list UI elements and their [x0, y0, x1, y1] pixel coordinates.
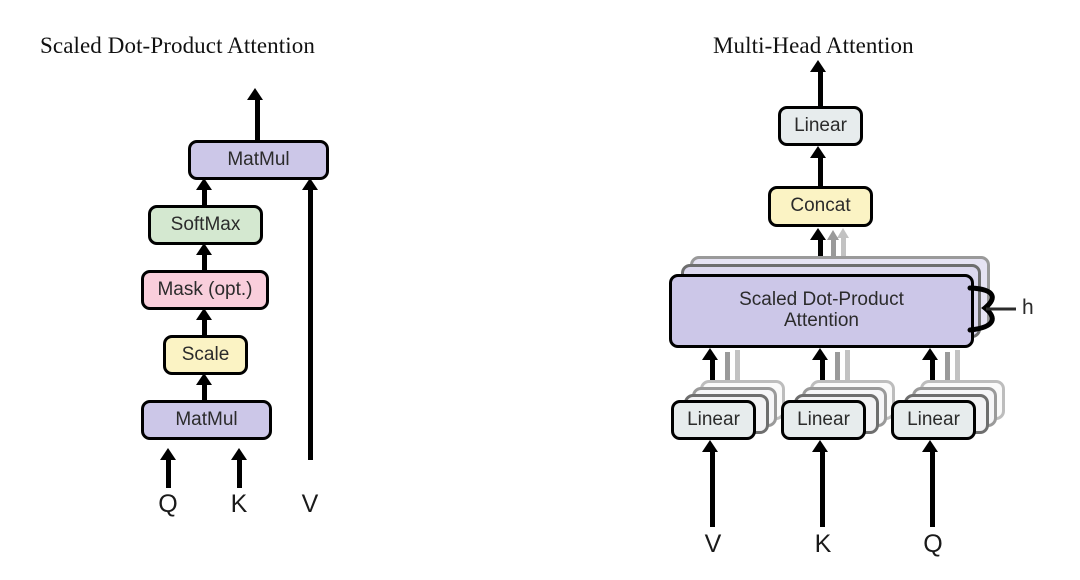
input-label-k: K [230, 490, 248, 518]
left-output-arrowhead [247, 88, 263, 100]
linear-q-to-sdpa-arrowhead [922, 348, 938, 360]
linear-k-to-sdpa-arrowhead [812, 348, 828, 360]
node-label: Mask (opt.) [157, 278, 253, 300]
node-linear-output[interactable]: Linear [778, 106, 863, 146]
right-panel-title: Multi-Head Attention [713, 33, 914, 58]
node-scaled-dot-product-attention[interactable]: Scaled Dot-Product Attention [669, 274, 974, 348]
linear-v-to-sdpa-arrowhead [702, 348, 718, 360]
q-input-line-right [930, 452, 935, 527]
left-output-line [255, 100, 260, 140]
v-bypass-line [308, 190, 313, 460]
matmul-to-scale-arrowhead [196, 373, 212, 385]
node-label: Linear [797, 408, 850, 430]
q-input-arrowhead [160, 448, 176, 460]
q-input-arrowhead-right [922, 440, 938, 452]
concat-to-linear-line [818, 158, 823, 186]
node-linear-q[interactable]: Linear [891, 400, 976, 440]
right-output-line [818, 72, 823, 107]
linear-v-to-sdpa-ghost2-line [725, 352, 730, 400]
node-label: Linear [907, 408, 960, 430]
sdpa-to-concat-ghost2-arrowhead [827, 230, 839, 240]
scale-to-mask-arrowhead [196, 308, 212, 320]
node-linear-v[interactable]: Linear [671, 400, 756, 440]
v-input-arrowhead [702, 440, 718, 452]
v-input-line [710, 452, 715, 527]
q-input-line [166, 460, 171, 488]
node-label: MatMul [227, 148, 290, 170]
right-input-label-q: Q [923, 530, 943, 558]
input-label-q: Q [158, 490, 178, 518]
softmax-to-matmul-arrowhead [196, 178, 212, 190]
node-matmul-bottom[interactable]: MatMul [141, 400, 272, 440]
node-label: Concat [790, 195, 851, 217]
sdpa-to-concat-arrowhead [810, 228, 826, 240]
linear-v-to-sdpa-ghost3-line [735, 350, 740, 398]
matmul-to-scale-line [202, 385, 207, 403]
linear-k-to-sdpa-ghost3-line [845, 350, 850, 398]
k-input-line-right [820, 452, 825, 527]
k-input-arrowhead-right [812, 440, 828, 452]
input-label-v: V [301, 490, 319, 518]
node-matmul-top[interactable]: MatMul [188, 140, 329, 180]
node-linear-k[interactable]: Linear [781, 400, 866, 440]
node-softmax[interactable]: SoftMax [148, 205, 263, 245]
node-label-line1: Scaled Dot-Product [739, 289, 904, 311]
mask-to-softmax-arrowhead [196, 243, 212, 255]
node-label: MatMul [175, 408, 238, 430]
v-bypass-arrowhead [302, 178, 318, 190]
node-mask[interactable]: Mask (opt.) [141, 270, 269, 310]
linear-q-to-sdpa-ghost3-line [955, 350, 960, 398]
scale-to-mask-line [202, 320, 207, 338]
head-count-label: h [1022, 296, 1034, 319]
node-label: Scale [181, 343, 230, 365]
sdpa-to-concat-ghost3-arrowhead [837, 228, 849, 238]
sdpa-to-concat-ghost3-line [841, 238, 846, 268]
node-label: Linear [687, 408, 740, 430]
softmax-to-matmul-line [202, 188, 207, 208]
k-input-arrowhead [231, 448, 247, 460]
node-label-line2: Attention [784, 310, 859, 331]
linear-k-to-sdpa-ghost2-line [835, 352, 840, 400]
concat-to-linear-arrowhead [810, 146, 826, 158]
right-input-label-v: V [704, 530, 722, 558]
node-scale[interactable]: Scale [163, 335, 248, 375]
k-input-line [237, 460, 242, 488]
mask-to-softmax-line [202, 255, 207, 273]
linear-q-to-sdpa-ghost2-line [945, 352, 950, 400]
right-output-arrowhead [810, 60, 826, 72]
right-input-label-k: K [814, 530, 832, 558]
left-panel-title: Scaled Dot-Product Attention [40, 33, 315, 58]
node-concat[interactable]: Concat [768, 186, 873, 227]
node-label: Linear [794, 114, 847, 136]
node-label: SoftMax [170, 213, 241, 235]
